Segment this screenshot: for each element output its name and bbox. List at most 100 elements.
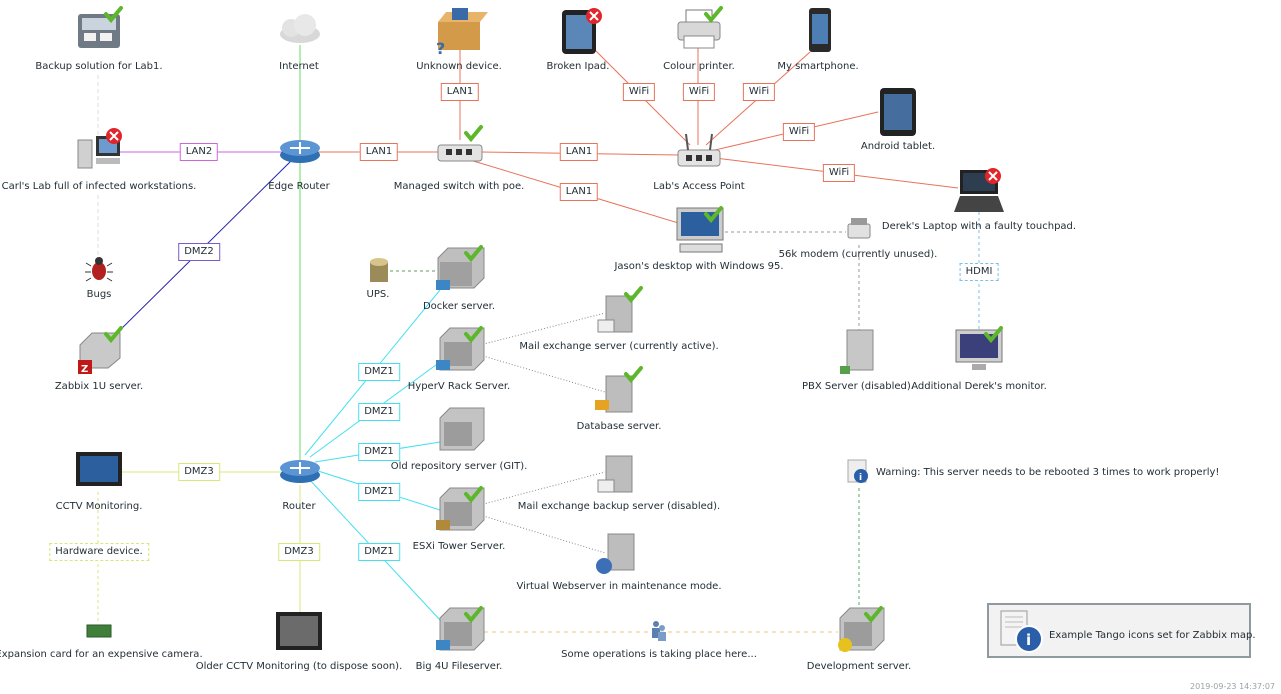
node-label-unknown[interactable]: Unknown device.: [416, 61, 502, 72]
node-label-internet[interactable]: Internet: [279, 61, 319, 72]
link-label-hdmi: HDMI: [959, 263, 999, 281]
link-esxi-web[interactable]: [479, 514, 606, 554]
ok-check-icon: [984, 326, 1003, 344]
people-icon[interactable]: [652, 621, 666, 641]
node-label-android-tablet[interactable]: Android tablet.: [860, 141, 936, 152]
cloud-icon[interactable]: [280, 14, 320, 43]
link-hyperv-mail[interactable]: [479, 312, 606, 346]
tablet-icon[interactable]: [880, 88, 916, 136]
ok-check-icon: [464, 125, 483, 143]
node-label-older-cctv[interactable]: Older CCTV Monitoring (to dispose soon).: [195, 661, 403, 672]
access-point-icon[interactable]: [677, 133, 721, 167]
node-label-mail-active[interactable]: Mail exchange server (currently active).: [519, 341, 719, 352]
link-label-dmz1: DMZ1: [358, 483, 400, 501]
expansion-card-icon[interactable]: [86, 624, 112, 638]
ok-check-icon: [464, 486, 483, 504]
bug-icon[interactable]: [85, 257, 113, 282]
node-label-operations[interactable]: Some operations is taking place here...: [561, 649, 757, 660]
legend-text: Example Tango icons set for Zabbix map.: [1049, 630, 1256, 641]
link-label-dmz1: DMZ1: [358, 443, 400, 461]
node-label-cctv[interactable]: CCTV Monitoring.: [55, 501, 143, 512]
database-server-icon[interactable]: [595, 375, 633, 413]
ok-check-icon: [104, 6, 123, 24]
info-icon[interactable]: i: [847, 459, 868, 483]
node-label-development[interactable]: Development server.: [806, 661, 912, 672]
monitor-icon[interactable]: [276, 612, 322, 650]
node-label-backup[interactable]: Backup solution for Lab1.: [35, 61, 163, 72]
node-label-managed-switch[interactable]: Managed switch with poe.: [393, 181, 525, 192]
link-label-wifi: WiFi: [822, 164, 856, 182]
node-label-virtual-webserver[interactable]: Virtual Webserver in maintenance mode.: [516, 581, 722, 592]
icons: ?: [76, 8, 1004, 652]
svg-text:Z: Z: [81, 364, 88, 375]
ok-check-icon: [464, 245, 483, 263]
ups-icon[interactable]: [370, 258, 388, 282]
monitor-icon[interactable]: [76, 452, 122, 486]
link-esxi-mailbackup[interactable]: [479, 471, 606, 506]
link-label-dmz3: DMZ3: [178, 463, 220, 481]
smartphone-icon[interactable]: [809, 8, 831, 52]
svg-text:i: i: [859, 473, 862, 483]
timestamp: 2019-09-23 14:37:07: [1190, 682, 1275, 691]
node-label-my-smartphone[interactable]: My smartphone.: [777, 61, 859, 72]
server-icon[interactable]: [436, 487, 485, 531]
node-label-expansion-card[interactable]: Expansion card for an expensive camera.: [0, 649, 203, 660]
mail-server-icon[interactable]: [597, 295, 633, 333]
node-label-router[interactable]: Router: [282, 501, 316, 512]
node-label-big4u[interactable]: Big 4U Fileserver.: [415, 661, 503, 672]
ok-check-icon: [104, 326, 123, 344]
info-icon: i: [1000, 610, 1043, 653]
problem-cross-icon: [985, 168, 1001, 184]
unknown-box-icon[interactable]: ?: [436, 8, 488, 58]
link-label-lan1: LAN1: [559, 183, 599, 201]
node-label-mail-backup[interactable]: Mail exchange backup server (disabled).: [517, 501, 721, 512]
ok-check-icon: [704, 6, 723, 24]
router-icon[interactable]: [280, 460, 320, 483]
link-label-wifi: WiFi: [682, 83, 716, 101]
svg-text:?: ?: [436, 39, 445, 58]
problem-cross-icon: [586, 8, 602, 24]
node-label-hyperv[interactable]: HyperV Rack Server.: [407, 381, 511, 392]
link-label-lan1: LAN1: [440, 83, 480, 101]
node-label-access-point[interactable]: Lab's Access Point: [653, 181, 745, 192]
node-label-colour-printer[interactable]: Colour printer.: [663, 61, 735, 72]
node-label-pbx[interactable]: PBX Server (disabled).: [802, 381, 914, 392]
tape-backup-icon[interactable]: [78, 14, 120, 48]
ok-check-icon: [624, 286, 643, 304]
link-label-lan1: LAN1: [359, 143, 399, 161]
status-badges: [104, 6, 1003, 624]
link-label-lan2: LAN2: [179, 143, 219, 161]
link-label-dmz2: DMZ2: [178, 243, 220, 261]
node-label-warning[interactable]: Warning: This server needs to be reboote…: [876, 467, 1220, 478]
node-label-old-repo[interactable]: Old repository server (GIT).: [390, 461, 528, 472]
svg-text:i: i: [1026, 631, 1031, 649]
node-label-zabbix[interactable]: Zabbix 1U server.: [54, 381, 144, 392]
ok-check-icon: [624, 366, 643, 384]
link-label-hardware-device: Hardware device.: [49, 543, 149, 561]
node-label-broken-ipad[interactable]: Broken Ipad.: [546, 61, 610, 72]
node-label-ups[interactable]: UPS.: [366, 289, 390, 300]
node-label-carls-lab[interactable]: Carl's Lab full of infected workstations…: [1, 181, 197, 192]
webserver-icon[interactable]: [596, 533, 635, 574]
node-label-dereks-laptop[interactable]: Derek's Laptop with a faulty touchpad.: [881, 221, 1077, 232]
node-label-edge-router[interactable]: Edge Router: [268, 181, 330, 192]
server-icon[interactable]: [439, 407, 485, 451]
server-icon[interactable]: [840, 329, 874, 374]
ok-check-icon: [464, 606, 483, 624]
mail-server-icon[interactable]: [597, 455, 633, 493]
router-icon[interactable]: [280, 140, 320, 163]
switch-icon[interactable]: [437, 144, 483, 162]
modem-icon[interactable]: [847, 218, 871, 239]
node-label-bugs[interactable]: Bugs: [86, 289, 112, 300]
node-label-esxi[interactable]: ESXi Tower Server.: [412, 541, 506, 552]
link-hyperv-db[interactable]: [479, 354, 606, 393]
node-label-derek-monitor[interactable]: Additional Derek's monitor.: [911, 381, 1047, 392]
node-label-docker[interactable]: Docker server.: [422, 301, 496, 312]
node-label-modem[interactable]: 56k modem (currently unused).: [778, 249, 938, 260]
node-label-database[interactable]: Database server.: [576, 421, 662, 432]
link-label-lan1: LAN1: [559, 143, 599, 161]
link-label-dmz1: DMZ1: [358, 543, 400, 561]
node-label-jasons-desktop[interactable]: Jason's desktop with Windows 95.: [614, 261, 784, 272]
problem-cross-icon: [106, 128, 122, 144]
